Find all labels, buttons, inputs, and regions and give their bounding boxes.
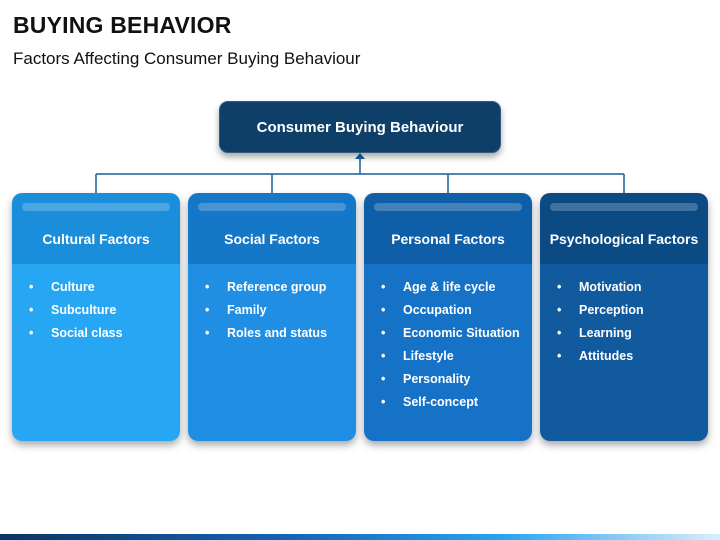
bottom-gradient-bar [0,534,720,540]
factor-card-header: Personal Factors [364,193,532,264]
factor-bullet-item: Roles and status [188,325,356,348]
factor-bullet-item: Culture [12,279,180,302]
factor-bullet-item: Motivation [540,279,708,302]
factor-card-title: Personal Factors [391,230,505,247]
page-subtitle: Factors Affecting Consumer Buying Behavi… [13,49,361,68]
card-tab-decoration [550,203,698,211]
root-node: Consumer Buying Behaviour [219,101,501,153]
factor-card-header: Psychological Factors [540,193,708,264]
factor-bullet-list: Motivation Perception Learning Attitudes [540,279,708,371]
factor-card-header: Cultural Factors [12,193,180,264]
factor-card-psychological: Psychological Factors Motivation Percept… [540,193,708,441]
factor-card-social: Social Factors Reference group Family Ro… [188,193,356,441]
card-tab-decoration [198,203,346,211]
factor-card-title: Psychological Factors [549,230,699,247]
factor-bullet-item: Perception [540,302,708,325]
factor-card-body: Culture Subculture Social class [12,264,180,441]
factor-card-body: Motivation Perception Learning Attitudes [540,264,708,441]
factor-card-body: Reference group Family Roles and status [188,264,356,441]
factor-bullet-item: Social class [12,325,180,348]
factor-bullet-item: Personality [364,371,532,394]
connector-arrowhead [355,153,365,159]
factor-card-body: Age & life cycle Occupation Economic Sit… [364,264,532,441]
factor-bullet-item: Learning [540,325,708,348]
factor-bullet-list: Age & life cycle Occupation Economic Sit… [364,279,532,417]
factor-card-personal: Personal Factors Age & life cycle Occupa… [364,193,532,441]
root-node-label: Consumer Buying Behaviour [256,118,464,136]
page-title: BUYING BEHAVIOR [13,12,232,38]
factor-bullet-item: Lifestyle [364,348,532,371]
factor-bullet-item: Subculture [12,302,180,325]
factor-bullet-item: Occupation [364,302,532,325]
card-tab-decoration [22,203,170,211]
factor-bullet-item: Self-concept [364,394,532,417]
factor-card-title: Cultural Factors [42,230,150,247]
factor-card-title: Social Factors [224,230,320,247]
factor-bullet-list: Culture Subculture Social class [12,279,180,348]
factor-card-cultural: Cultural Factors Culture Subculture Soci… [12,193,180,441]
factor-card-header: Social Factors [188,193,356,264]
factor-bullet-item: Age & life cycle [364,279,532,302]
factor-bullet-item: Reference group [188,279,356,302]
factor-bullet-item: Economic Situation [364,325,532,348]
factor-bullet-item: Attitudes [540,348,708,371]
card-tab-decoration [374,203,522,211]
factor-bullet-list: Reference group Family Roles and status [188,279,356,348]
factor-bullet-item: Family [188,302,356,325]
